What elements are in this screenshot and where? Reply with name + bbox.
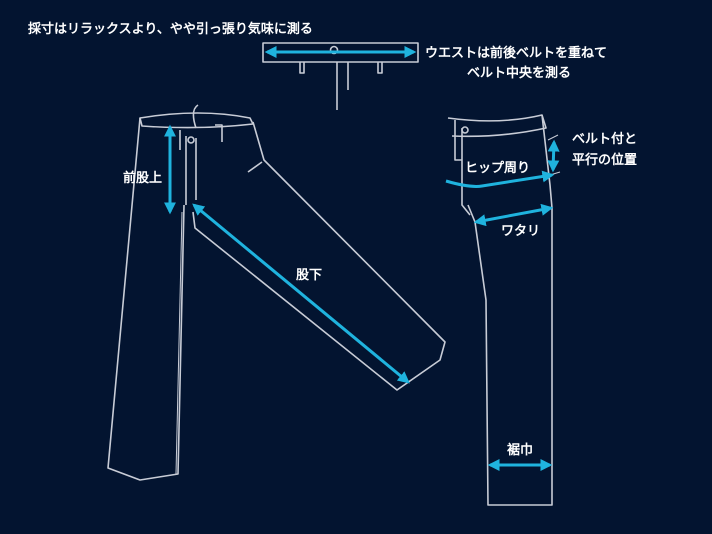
front-pants-sketch	[107, 104, 446, 481]
inseam-label: 股下	[296, 268, 323, 283]
measurement-note: 採寸はリラックスより、やや引っ張り気味に測る	[28, 22, 313, 37]
hip-arrow	[445, 170, 555, 188]
hem-width-label: 裾巾	[507, 443, 534, 458]
belt-parallel-arrow	[547, 139, 560, 173]
waist-label-line1: ウエストは前後ベルトを重ねて	[425, 46, 608, 61]
waistband-sketch	[262, 42, 419, 110]
inseam-arrow	[192, 203, 410, 384]
waist-label-line2: ベルト中央を測る	[467, 66, 572, 81]
side-pants-sketch	[447, 114, 561, 506]
hip-note-line2: 平行の位置	[572, 153, 638, 168]
front-rise-label: 前股上	[123, 171, 163, 186]
thigh-arrow	[473, 203, 554, 227]
hip-note-line1: ベルト付と	[572, 132, 638, 147]
hip-label: ヒップ周り	[465, 161, 531, 176]
thigh-label: ワタリ	[501, 224, 541, 239]
